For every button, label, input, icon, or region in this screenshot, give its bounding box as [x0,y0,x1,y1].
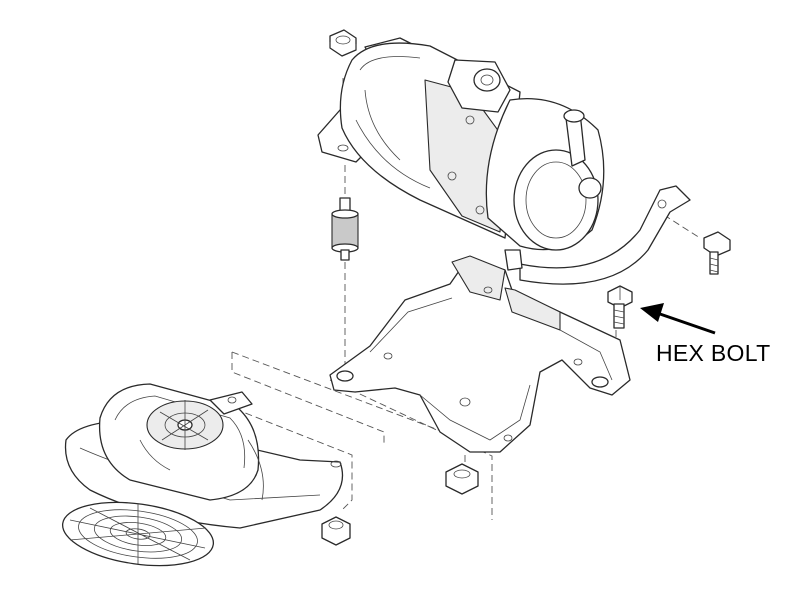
assembly-guide-lines [224,78,701,520]
fan-guard-grille [61,501,215,567]
nut-top [329,29,357,57]
hex-bolt [607,285,633,329]
nut-bottom [321,516,351,546]
hex-bolt-label: HEX BOLT [656,340,771,366]
mounting-bracket [329,255,631,453]
nut-right [445,463,479,495]
hex-bolt-leader-arrow [640,303,716,335]
pump-motor-assembly [317,37,691,285]
cooling-fan-assembly [64,383,344,529]
small-bolt-right [703,231,731,275]
rubber-mount [331,197,359,261]
